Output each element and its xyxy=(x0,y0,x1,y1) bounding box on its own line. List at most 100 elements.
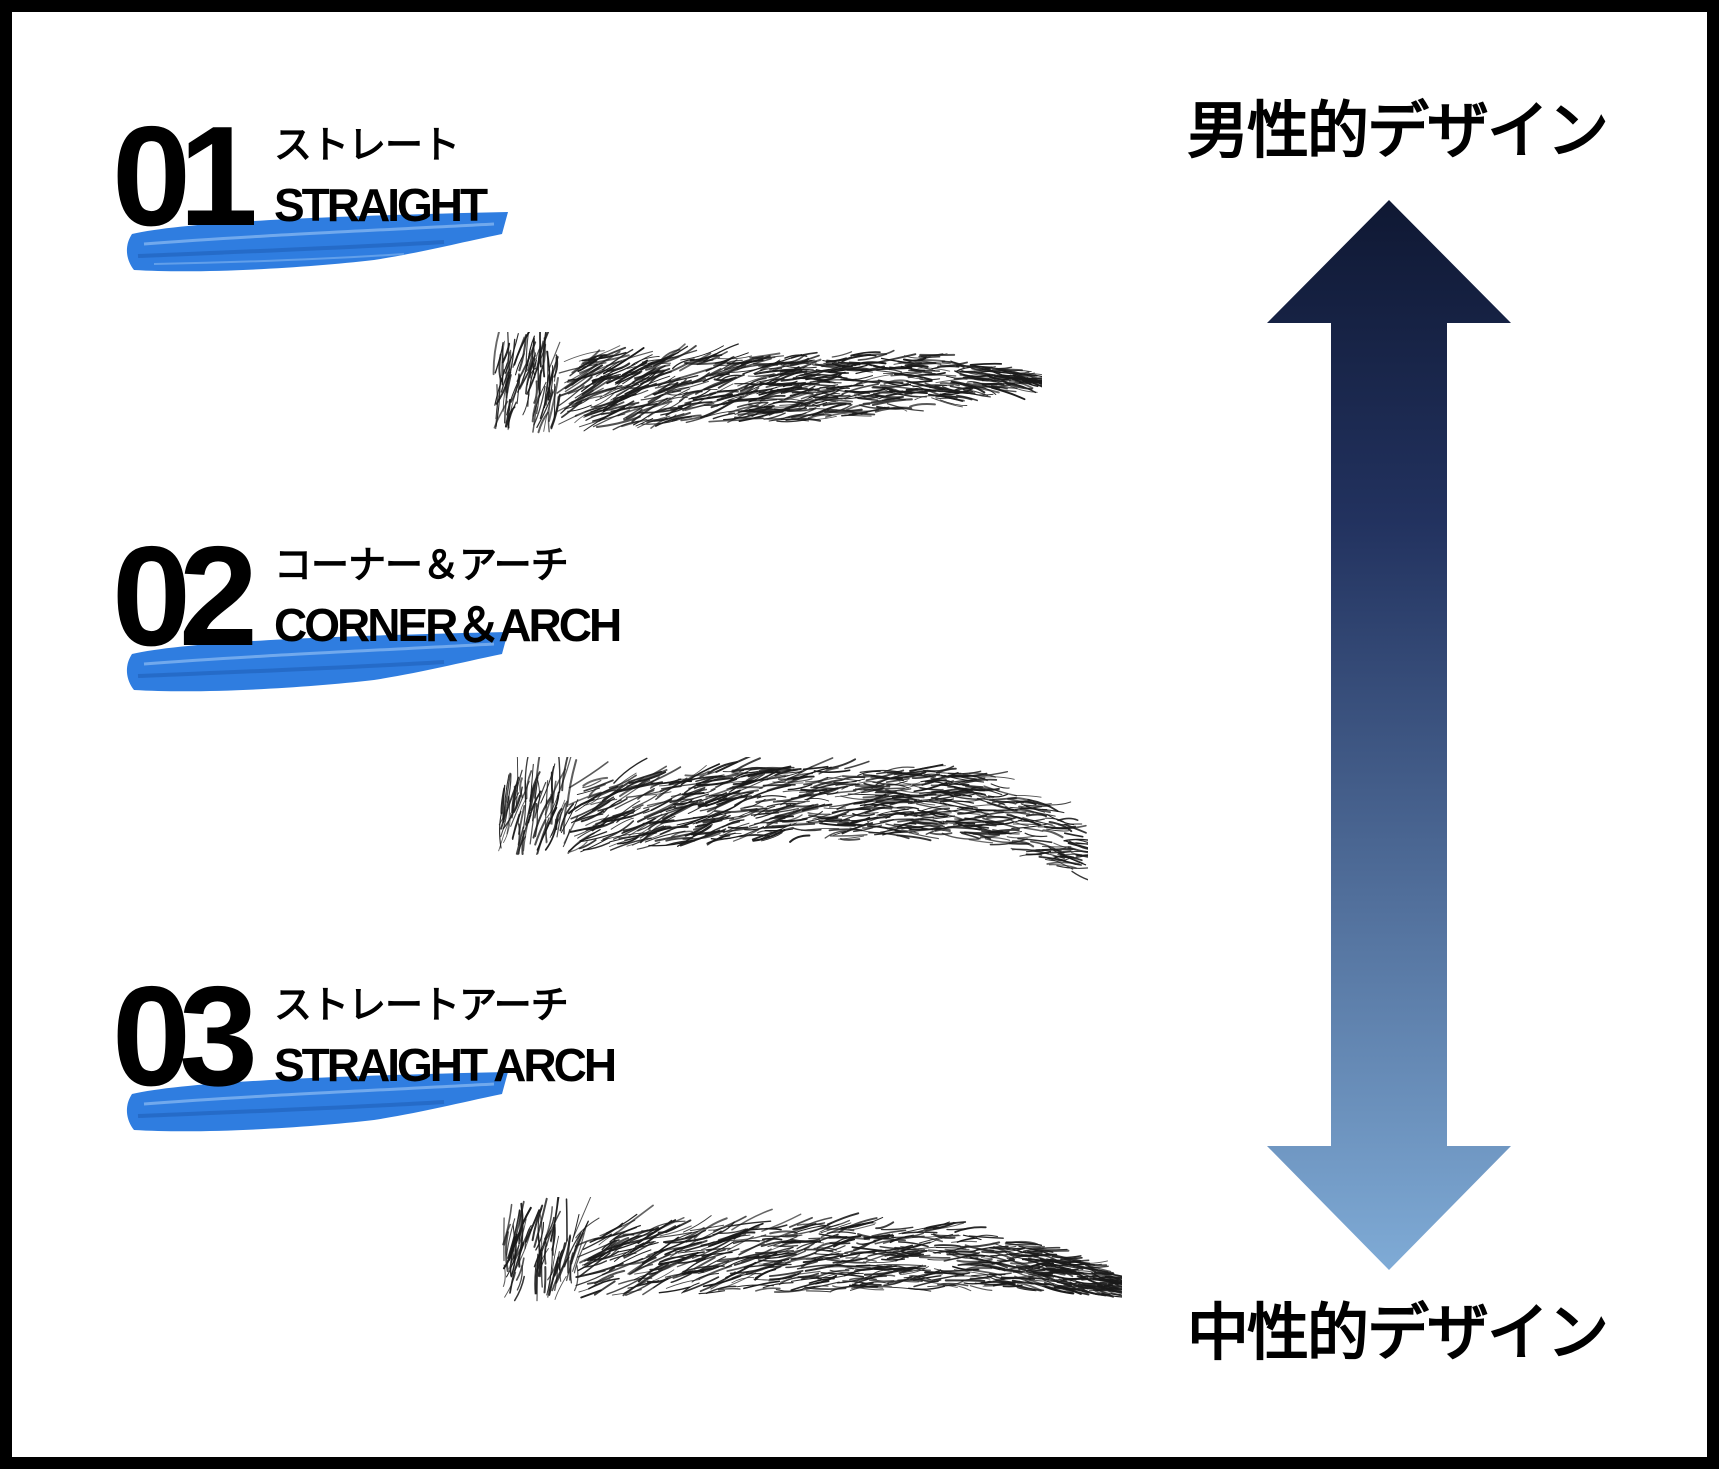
eyebrow-hair-stroke xyxy=(748,408,781,412)
eyebrow-hair-stroke xyxy=(1006,814,1040,826)
eyebrow-hair-stroke xyxy=(721,384,748,398)
eyebrow-hair-stroke xyxy=(616,369,639,380)
eyebrow-hair-stroke xyxy=(750,812,779,816)
eyebrow-hair-stroke xyxy=(649,1262,670,1271)
eyebrow-hair-stroke xyxy=(1032,1249,1070,1254)
eyebrow-hair-stroke xyxy=(579,831,608,842)
eyebrow-hair-stroke xyxy=(613,757,648,784)
eyebrow-hair-stroke xyxy=(969,1273,998,1280)
eyebrow-hair-stroke xyxy=(683,815,708,827)
eyebrow-hair-stroke xyxy=(998,800,1024,806)
eyebrow-hair-stroke xyxy=(798,789,828,797)
eyebrow-hair-stroke xyxy=(919,791,947,795)
eyebrow-hair-stroke xyxy=(835,1264,871,1268)
eyebrow-hair-stroke xyxy=(662,377,706,391)
eyebrow-hair-stroke xyxy=(701,363,745,379)
eyebrow-hair-stroke xyxy=(535,1221,545,1251)
eyebrow-hair-stroke xyxy=(1025,813,1047,818)
eyebrow-hair-stroke xyxy=(749,385,784,395)
eyebrow-hair-stroke xyxy=(874,406,913,413)
eyebrow-hair-stroke xyxy=(1046,861,1080,865)
eyebrow-hair-stroke xyxy=(944,1248,970,1251)
eyebrow-hair-stroke xyxy=(802,1254,844,1264)
eyebrow-hair-stroke xyxy=(930,1233,960,1237)
eyebrow-hair-stroke xyxy=(956,394,979,402)
eyebrow-hair-stroke xyxy=(820,1272,865,1278)
eyebrow-hair-stroke xyxy=(1011,1279,1052,1286)
eyebrow-hair-stroke xyxy=(886,403,924,412)
eyebrow-hair-stroke xyxy=(986,801,1018,812)
eyebrow-hair-stroke xyxy=(758,359,781,367)
style-item-corner-arch: 02 コーナー＆アーチ CORNER＆ARCH xyxy=(112,526,672,712)
eyebrow-hair-stroke xyxy=(724,355,764,371)
eyebrow-hair-stroke xyxy=(755,798,776,804)
eyebrow-hair-stroke xyxy=(698,1264,733,1280)
eyebrow-hair-stroke xyxy=(787,783,813,791)
eyebrow-hair-stroke xyxy=(764,828,794,832)
eyebrow-hair-stroke xyxy=(659,785,682,793)
eyebrow-hair-stroke xyxy=(859,806,893,810)
eyebrow-hair-stroke xyxy=(785,803,819,808)
eyebrow-hair-stroke xyxy=(920,356,940,358)
eyebrow-hair-stroke xyxy=(751,784,792,798)
eyebrow-hair-stroke xyxy=(1018,1268,1056,1277)
eyebrow-hair-stroke xyxy=(899,1266,930,1275)
eyebrow-hair-stroke xyxy=(965,786,1003,796)
eyebrow-hair-stroke xyxy=(532,794,553,839)
eyebrow-hair-stroke xyxy=(625,791,660,798)
eyebrow-hair-stroke xyxy=(518,334,528,372)
eyebrow-hair-stroke xyxy=(962,376,997,382)
eyebrow-hair-stroke xyxy=(863,395,886,398)
eyebrow-hair-stroke xyxy=(558,1249,564,1271)
eyebrow-hair-stroke xyxy=(695,1256,727,1273)
eyebrow-hair-stroke xyxy=(1041,845,1072,848)
eyebrow-hair-stroke xyxy=(610,1236,630,1248)
eyebrow-hair-stroke xyxy=(508,1246,513,1270)
eyebrow-hair-stroke xyxy=(943,808,981,815)
eyebrow-hair-stroke xyxy=(815,1269,850,1278)
eyebrow-hair-stroke xyxy=(811,1252,840,1260)
eyebrow-hair-stroke xyxy=(1057,817,1079,822)
eyebrow-hair-stroke xyxy=(638,396,661,410)
eyebrow-hair-stroke xyxy=(955,365,993,369)
eyebrow-hair-stroke xyxy=(1014,794,1042,798)
eyebrow-hair-stroke xyxy=(1018,1275,1055,1278)
eyebrow-hair-stroke xyxy=(826,1258,867,1264)
eyebrow-hair-stroke xyxy=(1089,1268,1120,1282)
eyebrow-hair-stroke xyxy=(580,1289,602,1299)
eyebrow-hair-stroke xyxy=(821,397,843,400)
eyebrow-hair-stroke xyxy=(850,1251,876,1255)
eyebrow-hair-stroke xyxy=(665,836,694,842)
eyebrow-hair-stroke xyxy=(539,1252,543,1278)
eyebrow-hair-stroke xyxy=(806,785,848,801)
eyebrow-hair-stroke xyxy=(1006,835,1035,839)
eyebrow-hair-stroke xyxy=(510,373,520,403)
eyebrow-hair-stroke xyxy=(898,1265,927,1275)
eyebrow-hair-stroke xyxy=(754,1260,783,1272)
eyebrow-hair-stroke xyxy=(847,362,873,367)
eyebrow-hair-stroke xyxy=(849,1277,877,1281)
eyebrow-hair-stroke xyxy=(1006,1257,1041,1269)
eyebrow-hair-stroke xyxy=(984,838,1014,844)
eyebrow-hair-stroke xyxy=(710,399,748,409)
eyebrow-hair-stroke xyxy=(732,829,760,842)
eyebrow-hair-stroke xyxy=(935,397,957,400)
eyebrow-hair-stroke xyxy=(759,394,786,402)
eyebrow-hair-stroke xyxy=(1075,839,1088,844)
eyebrow-hair-stroke xyxy=(880,357,915,364)
eyebrow-hair-stroke xyxy=(923,773,946,778)
eyebrow-hair-stroke xyxy=(619,779,651,798)
eyebrow-hair-stroke xyxy=(548,341,561,371)
eyebrow-hair-stroke xyxy=(930,1281,958,1289)
eyebrow-hair-stroke xyxy=(1042,1285,1078,1291)
style-number: 03 xyxy=(112,957,258,1116)
eyebrow-hair-stroke xyxy=(852,812,875,817)
eyebrow-hair-stroke xyxy=(792,827,822,832)
eyebrow-hair-stroke xyxy=(558,757,561,793)
eyebrow-hair-stroke xyxy=(966,366,996,374)
eyebrow-hair-stroke xyxy=(881,398,906,401)
eyebrow-hair-stroke xyxy=(582,779,602,789)
eyebrow-hair-stroke xyxy=(819,387,850,389)
eyebrow-hair-stroke xyxy=(947,826,983,831)
eyebrow-hair-stroke xyxy=(504,399,512,428)
